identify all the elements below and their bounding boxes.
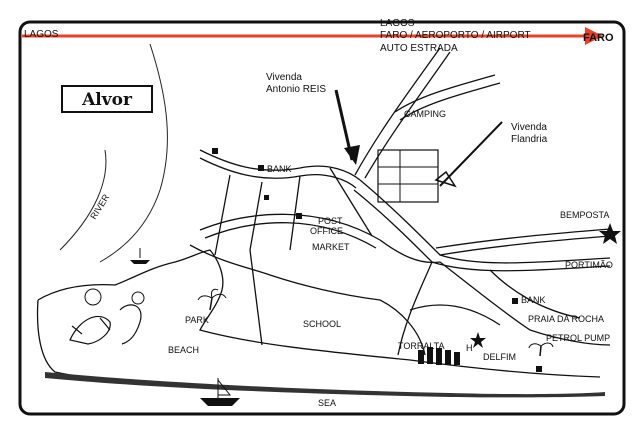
park-label: PARK — [185, 315, 209, 325]
route-right-label: FARO — [583, 32, 614, 44]
office-label: OFFICE — [310, 226, 343, 236]
route-left-label: LAGOS — [24, 29, 59, 40]
post-office-square-icon — [296, 213, 302, 219]
building-square-icon — [536, 366, 542, 372]
market-label: MARKET — [312, 242, 350, 252]
boat-icon — [130, 248, 150, 264]
street-4 — [329, 167, 373, 237]
road-south — [189, 244, 381, 301]
road-market — [199, 213, 441, 264]
vivenda-flandria-line-1: Vivenda — [511, 122, 547, 133]
bank-square-icon — [512, 298, 518, 304]
bank-square-icon — [258, 165, 264, 171]
beach-label: BEACH — [168, 345, 199, 355]
route-top-line-3: AUTO ESTRADA — [380, 43, 458, 54]
river-bank-west — [59, 149, 107, 251]
arrow-icon — [434, 121, 503, 188]
road-north — [199, 149, 361, 181]
route-arrow-icon — [585, 27, 603, 45]
portimao-label: PORTIMÃO — [565, 260, 613, 270]
star-icon — [470, 332, 486, 348]
road-south-2 — [397, 261, 433, 356]
post-label: POST — [318, 216, 343, 226]
bemposta-label: BEMPOSTA — [560, 210, 609, 220]
road-motorway-2 — [364, 51, 451, 179]
street-2 — [249, 181, 263, 251]
vivenda-reis-line-2: Antonio REIS — [266, 84, 326, 95]
delfim-label: DELFIM — [483, 352, 516, 362]
road-east-2 — [353, 189, 611, 272]
road-east — [359, 179, 611, 264]
palm-tree-icon — [528, 342, 554, 357]
housing-block — [377, 149, 439, 203]
road-praia-2 — [489, 269, 581, 319]
star-icon — [599, 223, 621, 244]
praia-label: PRAIA DA ROCHA — [528, 314, 604, 324]
road-bemposta — [439, 235, 611, 256]
road-bemposta-2 — [435, 228, 611, 249]
hotel-marker: H — [466, 343, 473, 353]
river-bank-east — [99, 43, 168, 263]
road-market-2 — [204, 222, 377, 249]
route-top-line-2: FARO / AEROPORTO / AIRPORT — [380, 30, 531, 41]
shore-band — [45, 372, 605, 398]
road-north-2 — [199, 157, 357, 189]
road-torralta — [379, 299, 426, 356]
road-delfim — [409, 304, 501, 326]
torralta-label: TORRALTA — [398, 341, 445, 351]
petrol-label: PETROL PUMP — [546, 333, 610, 343]
torralta-buildings — [418, 347, 460, 365]
building-square-icon — [264, 195, 269, 200]
street-3 — [289, 175, 301, 251]
school-label: SCHOOL — [303, 319, 341, 329]
vivenda-reis-line-1: Vivenda — [266, 72, 302, 83]
bank-label: BANK — [267, 164, 292, 174]
road-motorway — [354, 47, 441, 176]
route-top-line-1: LAGOS — [380, 18, 415, 29]
boat-icon — [200, 378, 240, 406]
title-box — [61, 85, 153, 113]
road-camping — [394, 74, 496, 113]
road-camping-2 — [399, 82, 501, 121]
sea-label: SEA — [318, 398, 336, 408]
map-title: Alvor — [81, 90, 133, 110]
street-1 — [214, 174, 231, 256]
bank2-label: BANK — [521, 295, 546, 305]
arrow-icon — [334, 89, 360, 165]
beach-people-drawing — [69, 288, 145, 345]
camping-label: CAMPING — [404, 109, 446, 119]
vivenda-flandria-line-2: Flandria — [511, 134, 548, 145]
road-school — [249, 249, 263, 346]
palm-tree-icon — [197, 288, 227, 311]
road-praia — [439, 261, 611, 346]
bank-square-icon — [212, 148, 218, 154]
